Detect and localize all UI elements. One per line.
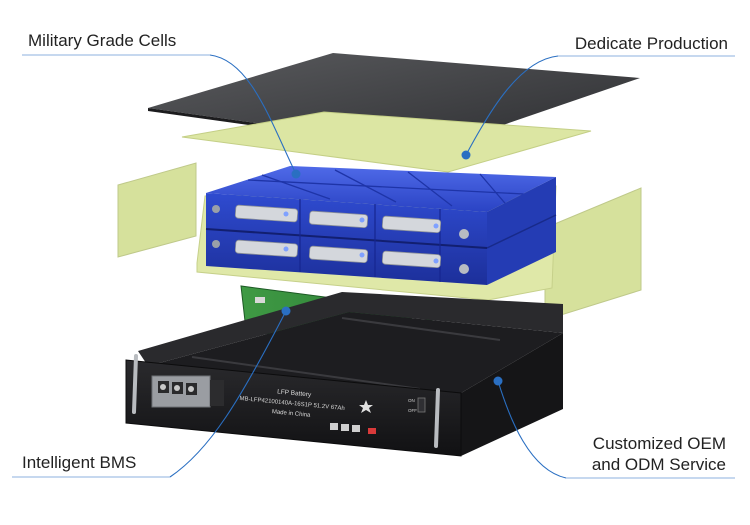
callout-oem-odm-service: Customized OEM and ODM Service <box>592 433 726 475</box>
terminal-bolts <box>212 205 469 274</box>
right-insulation-panel <box>544 187 642 321</box>
callout-military-grade-cells: Military Grade Cells <box>28 31 177 50</box>
top-insulation-sheet <box>181 111 592 173</box>
production-marker-dot <box>461 150 471 160</box>
battery-case <box>125 292 563 457</box>
power-switch: ON OFF <box>408 397 426 413</box>
brand-logo <box>359 400 373 413</box>
busbars-lower <box>234 239 442 269</box>
bms-marker-dot <box>281 306 291 316</box>
callout-oem-line2: and ODM Service <box>591 455 726 474</box>
callout-oem-line1: Customized OEM <box>592 434 726 453</box>
cells-marker-dot <box>291 169 301 179</box>
callout-leaders <box>12 54 735 479</box>
callout-intelligent-bms: Intelligent BMS <box>22 453 137 472</box>
cell-seams <box>247 169 525 210</box>
left-insulation-panel <box>117 162 197 258</box>
busbars-upper <box>234 204 442 234</box>
callout-dots <box>281 150 503 386</box>
switch-off-label: OFF <box>408 408 417 413</box>
power-terminal-block <box>151 375 224 408</box>
cell-module <box>205 166 557 285</box>
label-title: LFP Battery <box>277 388 312 398</box>
reset-button <box>368 428 376 434</box>
switch-on-label: ON <box>408 398 415 403</box>
front-handles <box>132 354 440 448</box>
communication-ports <box>330 423 376 434</box>
oem-marker-dot <box>493 376 503 386</box>
label-origin: Made in China <box>272 409 312 419</box>
callout-dedicate-production: Dedicate Production <box>574 34 728 53</box>
